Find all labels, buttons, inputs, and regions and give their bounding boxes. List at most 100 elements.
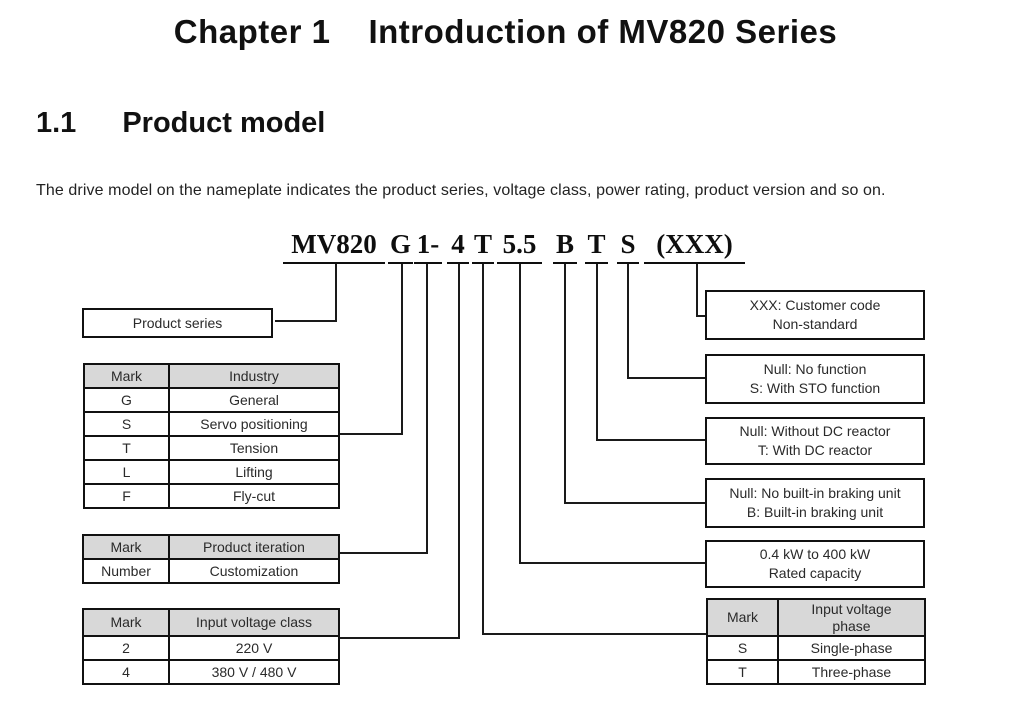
connector-braking-h bbox=[564, 502, 707, 504]
table-row: F Fly-cut bbox=[83, 483, 340, 509]
sto-line1: Null: No function bbox=[763, 361, 867, 377]
table-row: S Servo positioning bbox=[83, 411, 340, 437]
model-code-voltage-class: 4 bbox=[447, 226, 469, 264]
cell: S bbox=[83, 411, 170, 437]
cell: F bbox=[83, 483, 170, 509]
table-header-row: Mark Input voltage class bbox=[82, 608, 340, 637]
connector-capacity-h bbox=[519, 562, 707, 564]
connector-sto-v bbox=[627, 264, 629, 379]
connector-series-h bbox=[275, 320, 337, 322]
cell: T bbox=[83, 435, 170, 461]
model-code-iteration: 1- bbox=[414, 226, 442, 264]
connector-sto-h bbox=[627, 377, 707, 379]
chapter-heading: Chapter 1 Introduction of MV820 Series bbox=[0, 10, 1011, 54]
cell: Number bbox=[82, 558, 170, 584]
dc-reactor-box: Null: Without DC reactor T: With DC reac… bbox=[705, 417, 925, 465]
customer-code-line1: XXX: Customer code bbox=[749, 297, 881, 313]
iteration-table: Mark Product iteration Number Customizat… bbox=[82, 534, 340, 584]
connector-series-v bbox=[335, 264, 337, 322]
cell: T bbox=[706, 659, 779, 685]
model-code-braking: B bbox=[553, 226, 577, 264]
cell: Fly-cut bbox=[168, 483, 340, 509]
cell: 2 bbox=[82, 635, 170, 661]
connector-iteration-h bbox=[339, 552, 428, 554]
table-row: T Three-phase bbox=[706, 659, 926, 685]
section-heading: 1.1 Product model bbox=[36, 104, 325, 142]
model-code-series: MV820 bbox=[283, 226, 385, 264]
connector-iteration-v bbox=[426, 264, 428, 554]
cell: S bbox=[706, 635, 779, 661]
model-code-voltage-phase: T bbox=[472, 226, 494, 264]
voltage-phase-table: Mark Input voltage phase S Single-phase … bbox=[706, 598, 926, 685]
phase-header-phase: Input voltage phase bbox=[777, 598, 926, 637]
industry-header-mark: Mark bbox=[83, 363, 170, 389]
dc-reactor-line2: T: With DC reactor bbox=[757, 442, 873, 458]
connector-voltage-class-v bbox=[458, 264, 460, 639]
cell: 4 bbox=[82, 659, 170, 685]
table-row: T Tension bbox=[83, 435, 340, 461]
rated-capacity-box: 0.4 kW to 400 kW Rated capacity bbox=[705, 540, 925, 588]
cell: Tension bbox=[168, 435, 340, 461]
sto-line2: S: With STO function bbox=[749, 380, 881, 396]
cell: Lifting bbox=[168, 459, 340, 485]
capacity-line2: Rated capacity bbox=[768, 565, 862, 581]
connector-voltage-class-h bbox=[339, 637, 460, 639]
voltage-class-table: Mark Input voltage class 2 220 V 4 380 V… bbox=[82, 608, 340, 685]
voltage-class-header-class: Input voltage class bbox=[168, 608, 340, 637]
connector-capacity-v bbox=[519, 264, 521, 564]
connector-industry-v bbox=[401, 264, 403, 435]
table-header-row: Mark Product iteration bbox=[82, 534, 340, 560]
cell: 220 V bbox=[168, 635, 340, 661]
table-row: G General bbox=[83, 387, 340, 413]
iteration-header-iteration: Product iteration bbox=[168, 534, 340, 560]
connector-dc-reactor-h bbox=[596, 439, 707, 441]
model-code-customer: (XXX) bbox=[644, 226, 745, 264]
section-number: 1.1 bbox=[36, 107, 77, 139]
braking-unit-box: Null: No built-in braking unit B: Built-… bbox=[705, 478, 925, 528]
phase-header-mark: Mark bbox=[706, 598, 779, 637]
voltage-class-header-mark: Mark bbox=[82, 608, 170, 637]
connector-dc-reactor-v bbox=[596, 264, 598, 441]
industry-table: Mark Industry G General S Servo position… bbox=[83, 363, 340, 509]
cell: Three-phase bbox=[777, 659, 926, 685]
dc-reactor-line1: Null: Without DC reactor bbox=[739, 423, 891, 439]
chapter-number: Chapter 1 bbox=[173, 13, 331, 50]
table-row: Number Customization bbox=[82, 558, 340, 584]
sto-function-box: Null: No function S: With STO function bbox=[705, 354, 925, 404]
product-series-label: Product series bbox=[132, 314, 223, 331]
braking-line2: B: Built-in braking unit bbox=[746, 504, 884, 520]
capacity-line1: 0.4 kW to 400 kW bbox=[759, 546, 871, 562]
customer-code-line2: Non-standard bbox=[772, 316, 858, 332]
table-header-row: Mark Industry bbox=[83, 363, 340, 389]
industry-header-industry: Industry bbox=[168, 363, 340, 389]
cell: Single-phase bbox=[777, 635, 926, 661]
intro-paragraph: The drive model on the nameplate indicat… bbox=[36, 182, 886, 199]
braking-line1: Null: No built-in braking unit bbox=[729, 485, 901, 501]
cell: G bbox=[83, 387, 170, 413]
connector-industry-h bbox=[339, 433, 403, 435]
cell: Servo positioning bbox=[168, 411, 340, 437]
model-code-capacity: 5.5 bbox=[497, 226, 542, 264]
connector-voltage-phase-h bbox=[482, 633, 708, 635]
cell: 380 V / 480 V bbox=[168, 659, 340, 685]
table-row: S Single-phase bbox=[706, 635, 926, 661]
cell: L bbox=[83, 459, 170, 485]
table-header-row: Mark Input voltage phase bbox=[706, 598, 926, 637]
table-row: 4 380 V / 480 V bbox=[82, 659, 340, 685]
product-series-box: Product series bbox=[82, 308, 273, 338]
section-title: Product model bbox=[122, 107, 326, 139]
cell: General bbox=[168, 387, 340, 413]
model-code-industry: G bbox=[388, 226, 413, 264]
model-code-sto: S bbox=[617, 226, 639, 264]
connector-customer-v bbox=[696, 264, 698, 317]
connector-braking-v bbox=[564, 264, 566, 504]
table-row: 2 220 V bbox=[82, 635, 340, 661]
iteration-header-mark: Mark bbox=[82, 534, 170, 560]
customer-code-box: XXX: Customer code Non-standard bbox=[705, 290, 925, 340]
chapter-title: Introduction of MV820 Series bbox=[368, 13, 838, 50]
table-row: L Lifting bbox=[83, 459, 340, 485]
connector-customer-h bbox=[696, 315, 707, 317]
model-code-dc-reactor: T bbox=[585, 226, 608, 264]
cell: Customization bbox=[168, 558, 340, 584]
